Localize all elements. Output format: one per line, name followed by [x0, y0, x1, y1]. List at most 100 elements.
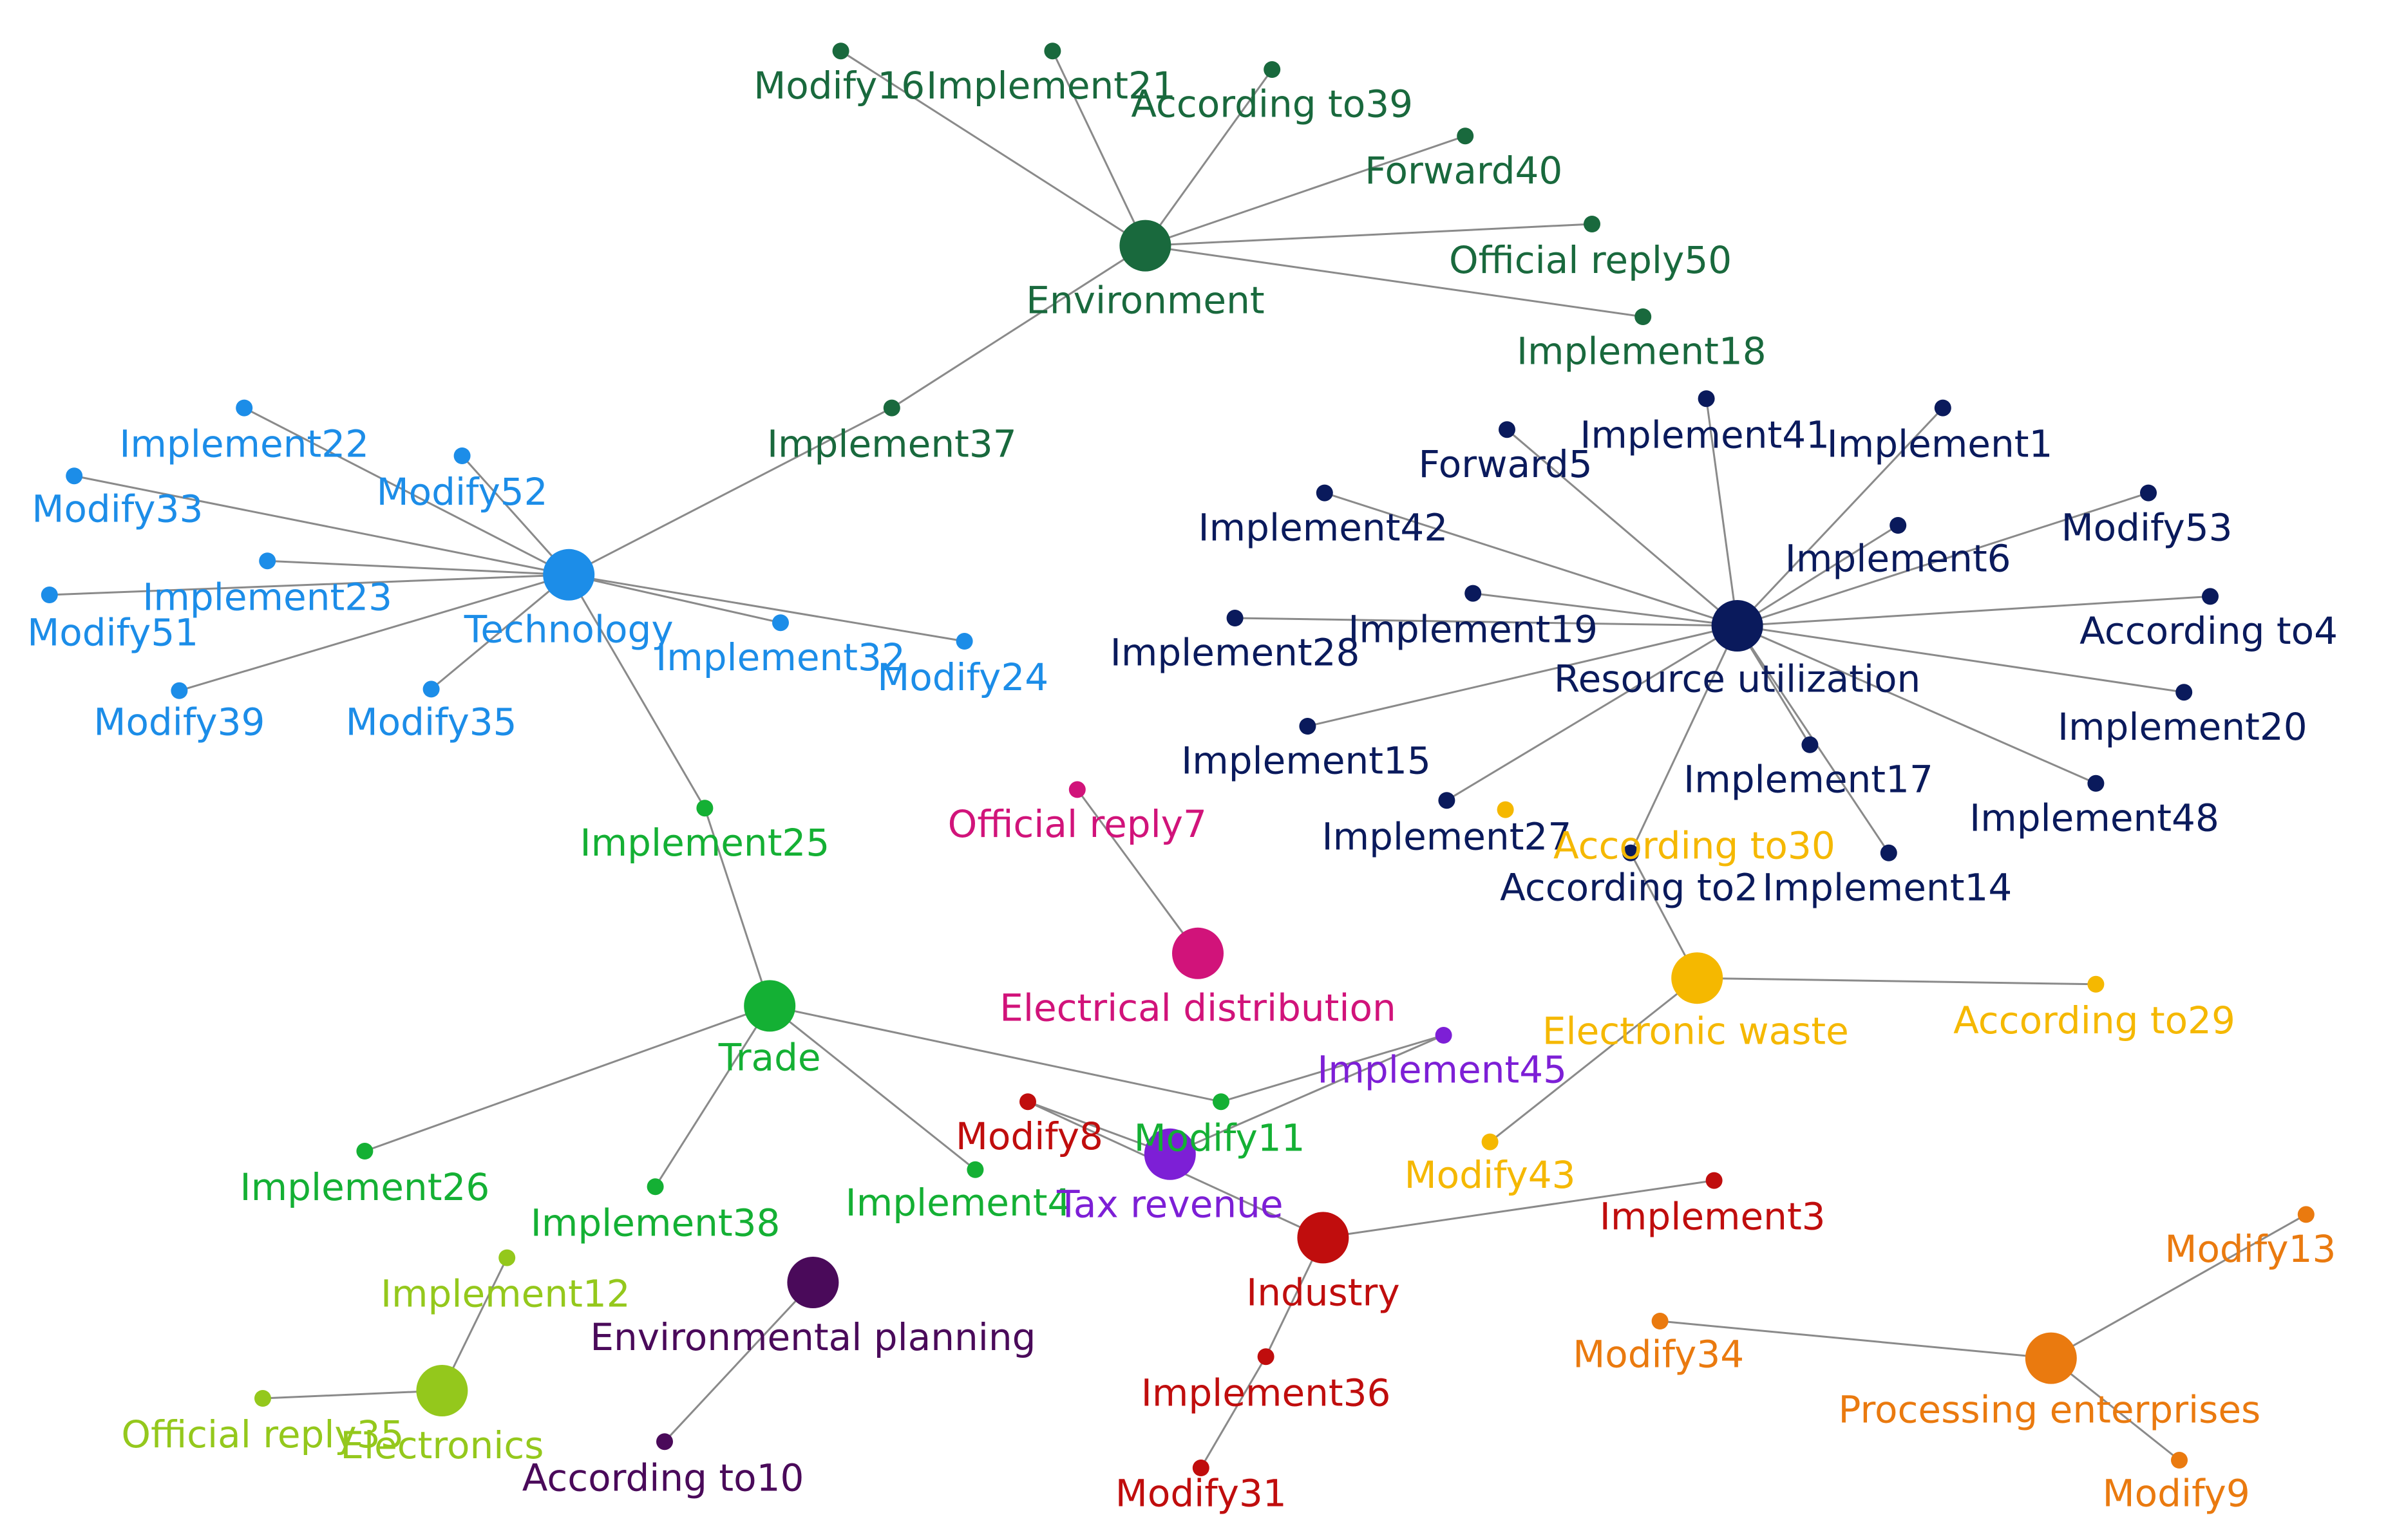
- edge-resource-implement6: [1736, 524, 1899, 627]
- edge-trade-implement26: [364, 1004, 770, 1152]
- node-resource[interactable]: [1711, 600, 1763, 652]
- node-modify51[interactable]: [41, 587, 58, 603]
- node-forward5[interactable]: [1499, 421, 1515, 438]
- node-implement48[interactable]: [2087, 775, 2105, 792]
- edge-technology-modify24: [568, 574, 965, 643]
- node-implement45[interactable]: [1435, 1027, 1452, 1044]
- node-label-industry: Industry: [1246, 1270, 1400, 1314]
- edge-environment-implement18: [1145, 245, 1643, 318]
- node-modify53[interactable]: [2140, 484, 2157, 502]
- node-implement32[interactable]: [772, 614, 789, 632]
- node-official50[interactable]: [1584, 216, 1600, 232]
- node-label-technology: Technology: [464, 608, 674, 652]
- node-label-modify51: Modify51: [27, 611, 198, 655]
- node-official7[interactable]: [1068, 781, 1086, 798]
- node-implement12[interactable]: [498, 1249, 516, 1266]
- node-modify11[interactable]: [1213, 1093, 1229, 1111]
- edge-resource-according4: [1737, 595, 2211, 627]
- node-implement4[interactable]: [967, 1161, 984, 1178]
- node-technology[interactable]: [543, 549, 595, 601]
- node-label-modify31: Modify31: [1115, 1471, 1287, 1515]
- node-according39[interactable]: [1264, 61, 1281, 78]
- node-implement37[interactable]: [883, 399, 900, 417]
- edge-environment-modify16: [840, 50, 1146, 247]
- node-according29[interactable]: [2087, 975, 2105, 993]
- edge-processing-modify13: [2051, 1214, 2307, 1359]
- edge-trade-modify11: [769, 1004, 1222, 1103]
- node-implement14[interactable]: [1880, 844, 1897, 861]
- node-implement20[interactable]: [2175, 684, 2193, 701]
- edge-resource-implement1: [1736, 407, 1944, 627]
- edge-environment-official50: [1145, 223, 1593, 247]
- node-electronics[interactable]: [416, 1365, 468, 1416]
- node-implement1[interactable]: [1934, 399, 1951, 417]
- node-implement3[interactable]: [1705, 1172, 1723, 1189]
- node-label-implement42: Implement42: [1198, 505, 1448, 549]
- node-implement17[interactable]: [1801, 736, 1819, 753]
- node-ewaste[interactable]: [1671, 952, 1723, 1004]
- node-label-implement37: Implement37: [767, 422, 1017, 466]
- node-tax[interactable]: [1144, 1128, 1196, 1180]
- node-processing[interactable]: [2025, 1332, 2077, 1384]
- node-modify24[interactable]: [956, 633, 973, 650]
- edge-technology-implement25: [567, 574, 706, 809]
- node-implement41[interactable]: [1698, 390, 1715, 408]
- node-modify8[interactable]: [1019, 1093, 1036, 1111]
- node-modify34[interactable]: [1651, 1313, 1669, 1329]
- node-label-implement4: Implement4: [846, 1181, 1072, 1225]
- node-industry[interactable]: [1297, 1212, 1349, 1264]
- node-implement38[interactable]: [647, 1178, 664, 1196]
- node-implement36[interactable]: [1257, 1348, 1274, 1366]
- node-according4[interactable]: [2202, 588, 2219, 605]
- edge-environment-according39: [1144, 69, 1273, 247]
- node-modify33[interactable]: [66, 467, 83, 485]
- node-implement21[interactable]: [1044, 42, 1061, 60]
- edge-industry-implement3: [1323, 1179, 1714, 1239]
- node-implement42[interactable]: [1316, 484, 1333, 502]
- node-modify39[interactable]: [171, 682, 188, 699]
- node-implement15[interactable]: [1299, 718, 1316, 735]
- node-label-modify52: Modify52: [377, 470, 548, 514]
- node-label-official7: Official reply7: [948, 802, 1207, 846]
- node-label-modify24: Modify24: [877, 655, 1048, 699]
- node-modify43[interactable]: [1481, 1133, 1499, 1150]
- node-label-modify35: Modify35: [346, 700, 517, 744]
- node-according2[interactable]: [1622, 844, 1639, 861]
- node-implement22[interactable]: [236, 399, 253, 417]
- node-implement26[interactable]: [356, 1143, 374, 1160]
- node-implement19[interactable]: [1464, 585, 1482, 602]
- node-implement25[interactable]: [696, 800, 714, 817]
- node-modify13[interactable]: [2297, 1206, 2315, 1223]
- node-modify9[interactable]: [2171, 1452, 2188, 1469]
- edge-resource-implement42: [1324, 492, 1738, 627]
- node-environment[interactable]: [1119, 220, 1171, 272]
- node-label-modify11: Modify11: [1134, 1116, 1305, 1160]
- node-modify52[interactable]: [453, 447, 471, 464]
- node-label-implement36: Implement36: [1141, 1371, 1391, 1414]
- node-label-implement12: Implement12: [381, 1272, 630, 1316]
- node-official35[interactable]: [254, 1390, 271, 1407]
- node-forward40[interactable]: [1457, 127, 1474, 145]
- edge-ewaste-according29: [1697, 977, 2096, 986]
- node-modify31[interactable]: [1192, 1460, 1209, 1476]
- node-modify16[interactable]: [832, 42, 849, 60]
- node-label-implement38: Implement38: [531, 1201, 781, 1244]
- node-envplanning[interactable]: [787, 1257, 839, 1308]
- node-implement6[interactable]: [1890, 517, 1907, 534]
- node-label-implement45: Implement45: [1317, 1048, 1567, 1092]
- node-label-processing: Processing enterprises: [1839, 1388, 2261, 1432]
- node-according30[interactable]: [1497, 801, 1514, 818]
- node-layer: [41, 42, 2315, 1476]
- node-label-electronics: Electronics: [340, 1423, 544, 1467]
- node-elecdist[interactable]: [1172, 927, 1224, 979]
- node-label-modify13: Modify13: [2164, 1227, 2336, 1271]
- node-trade[interactable]: [744, 980, 796, 1032]
- node-implement18[interactable]: [1634, 308, 1652, 325]
- node-implement28[interactable]: [1226, 610, 1244, 626]
- node-label-modify34: Modify34: [1573, 1332, 1744, 1376]
- node-modify35[interactable]: [422, 681, 440, 698]
- edge-tax-implement45: [1170, 1034, 1445, 1156]
- node-according10[interactable]: [656, 1433, 673, 1451]
- node-implement27[interactable]: [1438, 792, 1455, 809]
- node-implement23[interactable]: [259, 552, 276, 570]
